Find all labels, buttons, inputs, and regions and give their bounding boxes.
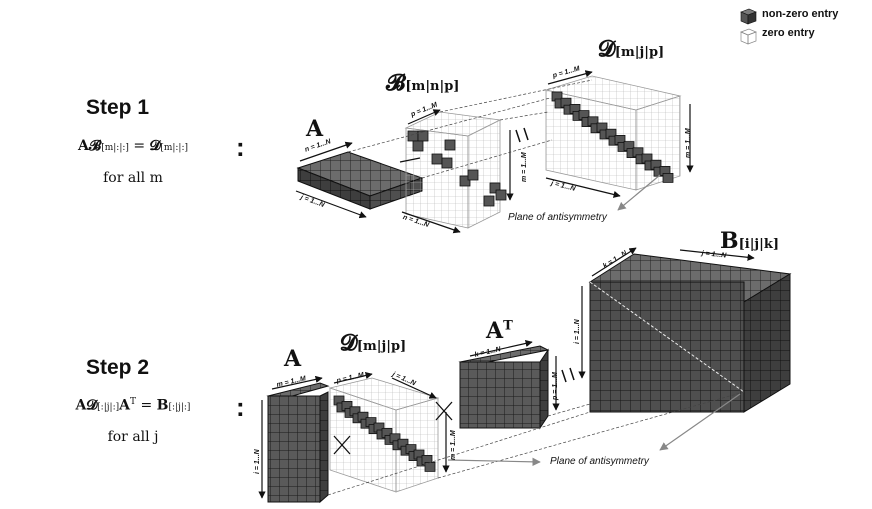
step1-B-side-dim: m = 1...M — [521, 152, 528, 182]
step1-D-top-arrow — [547, 70, 593, 85]
legend-zero-icon — [740, 28, 757, 45]
step1-D-bottom-arrow — [545, 177, 621, 198]
legend-nonzero-label: non-zero entry — [762, 8, 839, 20]
step2-tensor-B — [588, 253, 792, 413]
step1-B-label: 𝓑[m|n|p] — [386, 70, 460, 96]
step2-B-side-dim: i = 1...N — [574, 319, 581, 344]
step1-A-top-arrow — [299, 141, 353, 162]
nonzero-block — [424, 461, 436, 472]
step1-B-bottom-arrow — [401, 211, 461, 234]
step2-D-top2-arrow — [391, 377, 437, 399]
step2-B-top2-arrow — [679, 249, 755, 261]
step2-A-label: A — [284, 346, 302, 372]
step2-AT-top-arrow — [469, 339, 533, 357]
step1-B-top-arrow — [407, 109, 441, 125]
step1-D-side-dim: m = 1...M — [685, 128, 692, 158]
step1-projection-lines — [347, 79, 593, 179]
step1-A-label: A — [306, 116, 324, 142]
step2-plane-arrow-right — [659, 393, 741, 451]
step2-tensor-D — [328, 377, 440, 493]
step2-B-top1-arrow — [591, 247, 637, 277]
step2-plane-label: Plane of antisymmetry — [550, 456, 649, 467]
step2-projection-lines — [327, 391, 745, 496]
step2-matrix-A — [266, 382, 330, 504]
step1-plane-arrow — [617, 174, 661, 211]
step1-B-tick — [399, 157, 421, 163]
step2-A-side-dim: i = 1...N — [254, 449, 261, 474]
step2-equation: A𝓓[:|j|:]AT = B[:|j|:] — [75, 397, 191, 414]
step2-plane-arrow-left — [447, 457, 541, 467]
step2-title: Step 2 — [86, 356, 150, 379]
step2-AT-label: AT — [486, 318, 513, 344]
step2-B-label: B[i|j|k] — [720, 228, 780, 254]
step2-colon: : — [236, 392, 245, 422]
step2-forall: for all j — [107, 429, 159, 445]
step2-D-side-dim: m = 1...M — [450, 430, 457, 460]
step2-matrix-AT — [458, 345, 550, 430]
step1-A-side-arrow — [295, 190, 367, 219]
nonzero-block — [662, 172, 674, 183]
step1-tensor-B — [404, 111, 507, 229]
step1-plane-label: Plane of antisymmetry — [508, 212, 607, 223]
step1-title: Step 1 — [86, 96, 150, 119]
step2-AT-side-dim: p = 1...M — [552, 372, 559, 400]
legend-nonzero-icon — [740, 8, 757, 25]
step1-tensor-D — [544, 75, 682, 191]
step1-colon: : — [236, 132, 245, 162]
step2-cross-marks — [333, 401, 453, 455]
step2-A-top-arrow — [271, 375, 323, 390]
step2-D-label: 𝓓[m|j|p] — [340, 330, 407, 356]
step1-equation: A𝓑[m|:|:] = 𝓓[m|:|:] — [78, 138, 188, 154]
step2-D-top1-arrow — [333, 371, 373, 384]
step1-forall: for all m — [103, 170, 163, 186]
step1-D-label: 𝓓[m|j|p] — [598, 36, 665, 62]
legend-zero-label: zero entry — [762, 27, 815, 39]
